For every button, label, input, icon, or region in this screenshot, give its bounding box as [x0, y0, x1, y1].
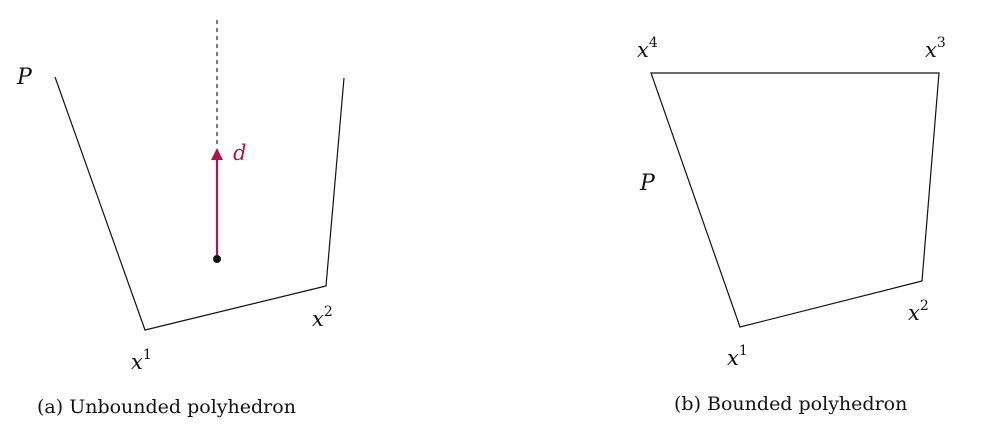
vertex-left-x1-sup: 1	[143, 347, 152, 363]
vertex-label-right-x3: x3	[925, 35, 946, 62]
vertex-label-left-x1: x1	[131, 347, 152, 374]
vertex-label-right-x2: x2	[908, 298, 929, 325]
vertex-label-right-x1: x1	[727, 343, 748, 370]
bounded-polyhedron-boundary	[650, 72, 940, 328]
ray-base-point	[213, 255, 221, 263]
direction-arrowhead	[211, 148, 223, 160]
set-label-right: P	[639, 171, 656, 196]
caption-left: (a) Unbounded polyhedron	[37, 396, 296, 418]
bounded-polyhedron-panel: P x4 x3 x2 x1 (b) Bounded polyhedron	[637, 35, 946, 415]
vertex-left-x2-base: x	[312, 307, 324, 331]
caption-right: (b) Bounded polyhedron	[674, 393, 907, 415]
direction-label: d	[233, 141, 246, 165]
vertex-right-x2-sup: 2	[920, 298, 929, 314]
vertex-right-x3-sup: 3	[937, 35, 946, 51]
vertex-right-x4-sup: 4	[649, 35, 658, 51]
vertex-right-x4-base: x	[637, 38, 649, 62]
vertex-label-right-x4: x4	[637, 35, 658, 62]
vertex-right-x2-base: x	[908, 301, 920, 325]
unbounded-polyhedron-boundary	[54, 76, 345, 331]
set-label-left: P	[16, 65, 33, 90]
vertex-right-x1-base: x	[727, 346, 739, 370]
unbounded-polyhedron-panel: P d x1 x2 (a) Unbounded polyhedron	[16, 20, 345, 418]
vertex-right-x3-base: x	[925, 38, 937, 62]
vertex-label-left-x2: x2	[312, 304, 333, 331]
vertex-left-x1-base: x	[131, 350, 143, 374]
vertex-right-x1-sup: 1	[739, 343, 748, 359]
vertex-left-x2-sup: 2	[324, 304, 333, 320]
